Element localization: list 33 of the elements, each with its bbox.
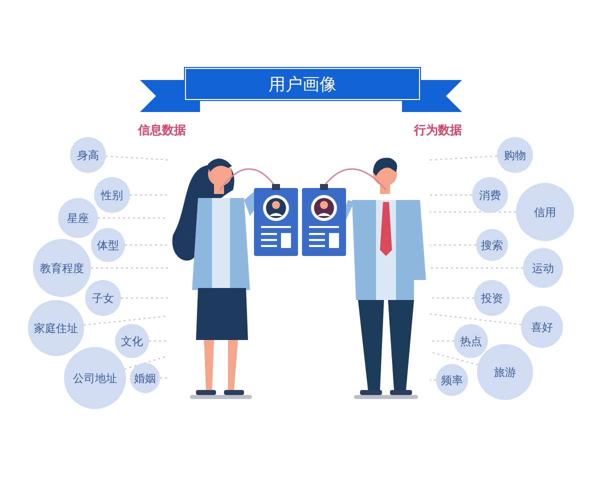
topic-bubble: 消费 (472, 177, 508, 213)
topic-bubble: 喜好 (521, 306, 563, 348)
topic-bubble: 性别 (94, 177, 130, 213)
dotted-connector (430, 352, 478, 366)
dotted-connector (130, 194, 168, 196)
topic-bubble: 家庭住址 (28, 300, 84, 356)
dotted-connector (83, 316, 168, 326)
topic-bubble: 运动 (523, 248, 563, 288)
topic-bubble: 信用 (516, 183, 574, 241)
dotted-connector (105, 156, 168, 160)
dotted-connector (430, 244, 476, 246)
dotted-connector (430, 340, 454, 342)
topic-bubble: 购物 (497, 137, 533, 173)
dotted-connector (430, 156, 498, 160)
topic-bubble: 身高 (70, 137, 106, 173)
section-heading: 行为数据 (414, 122, 462, 139)
topic-bubble: 教育程度 (33, 239, 91, 297)
topic-bubble: 频率 (436, 364, 468, 396)
topic-bubble: 搜索 (476, 229, 508, 261)
topic-bubble: 热点 (454, 324, 488, 358)
dotted-connector (148, 340, 168, 342)
dotted-connector (430, 194, 472, 196)
dotted-connector (124, 244, 168, 246)
dotted-connector (124, 356, 168, 370)
topic-bubble: 体型 (91, 228, 125, 262)
topic-bubble: 公司地址 (64, 347, 126, 409)
topic-bubble: 星座 (58, 198, 98, 238)
topic-bubble: 投资 (474, 280, 510, 316)
topic-bubble: 子女 (85, 280, 121, 316)
topic-bubble: 文化 (115, 324, 149, 358)
dotted-connector (430, 314, 522, 326)
topic-bubble: 婚姻 (130, 363, 160, 393)
section-heading: 信息数据 (138, 122, 186, 139)
